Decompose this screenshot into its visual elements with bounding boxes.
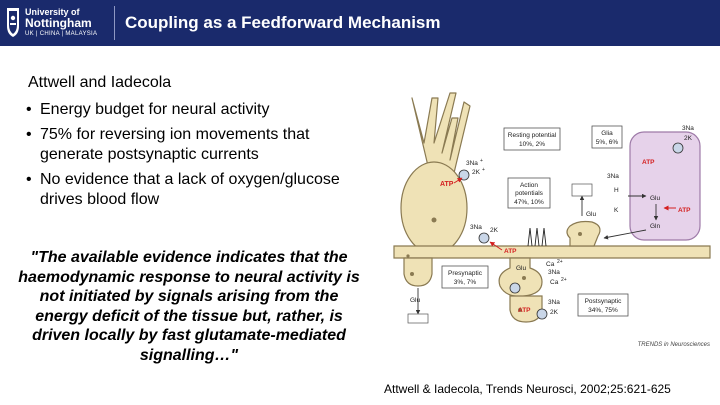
university-logo: University of Nottingham UK | CHINA | MA… — [6, 5, 110, 41]
axon-terminal-bouton — [566, 220, 601, 247]
logo-line-2: Nottingham — [25, 16, 92, 30]
glu-label: Glu — [586, 211, 597, 218]
vesicle-box — [571, 183, 593, 197]
postsynaptic-box: Postsynaptic 34%, 75% — [577, 293, 629, 317]
ion-label-plus: + — [480, 158, 483, 164]
bullet-item: Energy budget for neural activity — [26, 100, 366, 120]
action-label-2: potentials — [515, 190, 544, 197]
pump-icon — [458, 142, 684, 320]
presynaptic-label-1: Presynaptic — [448, 270, 483, 277]
resting-label-1: Resting potential — [508, 132, 557, 139]
quote-text: "The available evidence indicates that t… — [18, 249, 360, 364]
action-label-1: Action — [520, 182, 538, 189]
atp-label: ATP — [642, 159, 655, 166]
ion-label-na: 3Na — [466, 160, 478, 167]
bullet-item: 75% for reversing ion movements that gen… — [26, 125, 366, 165]
h-label: H — [614, 187, 619, 194]
gln-label: Gln — [650, 223, 661, 230]
vesicle-dots — [406, 217, 582, 312]
atp-label: ATP — [678, 207, 691, 214]
citation: Attwell & Iadecola, Trends Neurosci, 200… — [384, 382, 671, 396]
slide-subtitle: Attwell and Iadecola — [28, 74, 172, 91]
ion-label-na: 3Na — [548, 269, 560, 276]
glia-label-1: Glia — [601, 130, 613, 137]
header-bar: University of Nottingham UK | CHINA | MA… — [0, 0, 720, 46]
ca-label: Ca — [550, 279, 559, 286]
glu-label: Glu — [516, 265, 527, 272]
ca-label: Ca — [546, 261, 555, 268]
atp-label: ATP — [440, 181, 454, 188]
ion-label-k: 2K — [550, 309, 559, 316]
figure-credit: TRENDS in Neurosciences — [638, 342, 710, 348]
bullet-list: Energy budget for neural activity 75% fo… — [26, 100, 366, 215]
postsynaptic-spine — [498, 257, 543, 297]
glia-cell — [629, 131, 701, 241]
neuron-soma — [400, 161, 468, 255]
ion-label-k: 2K — [684, 135, 693, 142]
atp-label: ATP — [504, 248, 517, 255]
glia-box: Glia 5%, 6% — [591, 125, 623, 149]
glu-label: Glu — [410, 297, 421, 304]
logo-line-3: UK | CHINA | MALAYSIA — [25, 31, 98, 37]
energy-budget-diagram: Resting potential 10%, 2% Glia 5%, 6% Ac… — [393, 92, 711, 348]
bullet-item: No evidence that a lack of oxygen/glucos… — [26, 170, 366, 210]
ion-label-k: 2K — [472, 169, 481, 176]
ca-charge: 2+ — [561, 277, 567, 283]
ion-label-plus: + — [482, 167, 485, 173]
atp-arrow — [453, 177, 463, 184]
k-label: K — [614, 207, 619, 214]
ion-label-na: 3Na — [607, 173, 619, 180]
glia-label-2: 5%, 6% — [596, 139, 619, 146]
ion-label-na: 3Na — [548, 299, 560, 306]
glu-label: Glu — [650, 195, 661, 202]
resting-potential-box: Resting potential 10%, 2% — [503, 127, 561, 151]
slide-title: Coupling as a Feedforward Mechanism — [125, 13, 441, 32]
ca-charge: 2+ — [557, 259, 563, 265]
atp-label: ATP — [518, 307, 531, 314]
resting-label-2: 10%, 2% — [519, 141, 545, 148]
header-divider — [114, 6, 115, 40]
action-potentials-box: Action potentials 47%, 10% — [507, 177, 551, 209]
presynaptic-label-2: 3%, 7% — [454, 279, 477, 286]
crest-icon — [7, 8, 19, 37]
ion-label-na: 3Na — [470, 224, 482, 231]
gln-export-arrow — [603, 229, 647, 240]
logo-line-1: University of — [25, 7, 80, 17]
presynaptic-box: Presynaptic 3%, 7% — [441, 265, 489, 289]
vesicle-box — [407, 313, 429, 324]
action-label-3: 47%, 10% — [514, 199, 544, 206]
postsynaptic-label-1: Postsynaptic — [585, 298, 623, 305]
presynaptic-terminal — [403, 257, 433, 287]
spike-train-icon — [527, 227, 547, 247]
neuron-axon — [393, 245, 711, 259]
ion-label-k: 2K — [490, 227, 499, 234]
atp-arrow — [489, 241, 503, 251]
postsynaptic-label-2: 34%, 75% — [588, 307, 618, 314]
ion-label-na: 3Na — [682, 125, 694, 132]
